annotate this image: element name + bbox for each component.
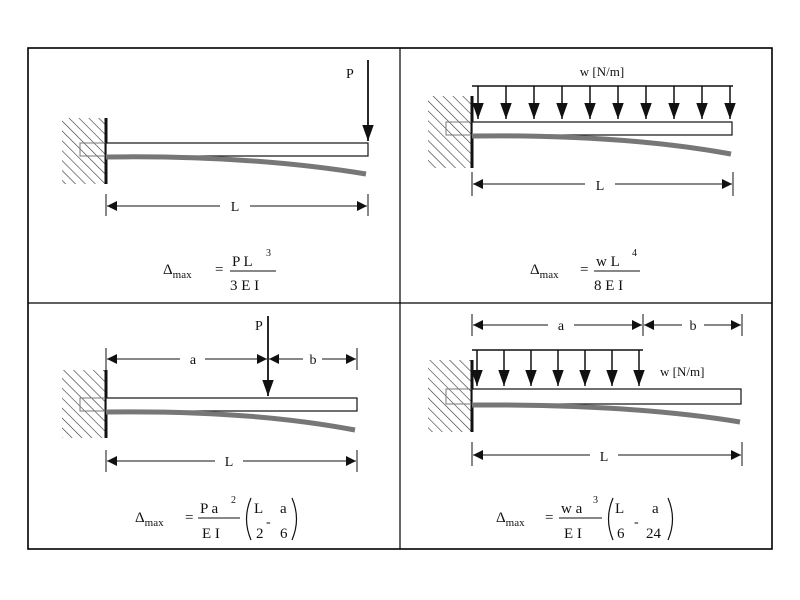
right-parenthesis: [291, 497, 298, 541]
formula: Δmax = P a 2 E I L 2 - a 6: [135, 495, 298, 542]
formula-operator: -: [266, 515, 271, 530]
paren-numerator-2: a: [280, 501, 287, 517]
svg-text:Δmax: Δmax: [496, 510, 525, 529]
dimension-line-b: b: [644, 314, 743, 336]
dimension-label: L: [231, 200, 240, 215]
deflected-shape: [471, 402, 741, 425]
formula: Δmax = P L 3 3 E I: [163, 248, 276, 294]
dimension-line-l: L: [471, 442, 743, 466]
formula-equals: =: [215, 262, 223, 278]
paren-numerator-2: a: [652, 501, 659, 517]
panel-uniform-load: w [N/m] L Δmax = w L 4 8 E I: [428, 64, 736, 294]
dimension-line-l: L: [105, 450, 358, 472]
formula-exponent: 2: [231, 495, 236, 506]
dimension-label: a: [190, 353, 197, 368]
panel-end-point-load: P L Δmax = P L 3 3 E I: [62, 60, 374, 294]
panel-partial-uniform-load: w [N/m] a b L Δmax = w a 3 E I: [428, 314, 743, 542]
left-parenthesis: [607, 497, 614, 541]
formula-lhs: Δ: [135, 510, 145, 526]
formula-denominator: E I: [564, 526, 582, 542]
paren-numerator-1: L: [615, 501, 624, 517]
deflected-shape: [105, 154, 367, 177]
beam: [105, 397, 358, 412]
formula-exponent: 3: [593, 495, 598, 506]
formula: Δmax = w a 3 E I L 6 - a 24: [496, 495, 674, 542]
formula-subscript: max: [540, 269, 559, 281]
fixed-support: [62, 118, 108, 184]
dimension-label: L: [600, 450, 609, 465]
dimension-label: L: [225, 455, 234, 470]
dimension-label: b: [690, 319, 697, 334]
fixed-support: [62, 370, 108, 438]
beam: [105, 142, 369, 157]
formula-subscript: max: [506, 517, 525, 529]
formula-lhs: Δ: [163, 262, 173, 278]
formula-numerator: P a: [200, 501, 219, 517]
formula-lhs: Δ: [496, 510, 506, 526]
formula-equals: =: [580, 262, 588, 278]
dimension-line-a: a: [105, 348, 267, 370]
svg-text:Δmax: Δmax: [163, 262, 192, 281]
dimension-label: a: [558, 319, 565, 334]
formula-exponent: 4: [632, 248, 637, 259]
fixed-support: [428, 360, 474, 432]
formula-equals: =: [185, 510, 193, 526]
distributed-load: [472, 85, 736, 119]
paren-denominator-1: 2: [256, 526, 264, 542]
deflected-shape: [471, 133, 732, 157]
load-label: P: [255, 319, 263, 334]
formula-denominator: E I: [202, 526, 220, 542]
load-label: w [N/m]: [580, 64, 624, 79]
load-label: P: [346, 67, 354, 82]
distributed-load: [471, 349, 645, 386]
svg-text:Δmax: Δmax: [135, 510, 164, 529]
dimension-label: L: [596, 179, 605, 194]
paren-denominator-1: 6: [617, 526, 625, 542]
formula-numerator: w a: [561, 501, 583, 517]
beam: [471, 388, 742, 405]
formula-numerator: w L: [596, 254, 620, 270]
formula-lhs: Δ: [530, 262, 540, 278]
deflected-shape: [105, 409, 356, 433]
dimension-line-b: b: [269, 348, 358, 370]
formula-denominator: 8 E I: [594, 278, 623, 294]
formula-subscript: max: [173, 269, 192, 281]
panel-intermediate-point-load: P a b L Δmax = P a 2 E I L: [62, 316, 358, 542]
right-parenthesis: [667, 497, 674, 541]
dimension-label: b: [310, 353, 317, 368]
formula-denominator: 3 E I: [230, 278, 259, 294]
paren-denominator-2: 6: [280, 526, 288, 542]
formula-subscript: max: [145, 517, 164, 529]
dimension-line-a: a: [471, 314, 644, 336]
beam: [471, 121, 733, 136]
load-label: w [N/m]: [660, 364, 704, 379]
left-parenthesis: [245, 497, 252, 541]
formula-operator: -: [634, 515, 639, 530]
formula-exponent: 3: [266, 248, 271, 259]
formula: Δmax = w L 4 8 E I: [530, 248, 640, 294]
formula-equals: =: [545, 510, 553, 526]
paren-denominator-2: 24: [646, 526, 662, 542]
paren-numerator-1: L: [254, 501, 263, 517]
svg-text:Δmax: Δmax: [530, 262, 559, 281]
fixed-support: [428, 96, 474, 168]
dimension-line: L: [105, 194, 369, 216]
dimension-line: L: [471, 172, 734, 196]
formula-numerator: P L: [232, 254, 253, 270]
